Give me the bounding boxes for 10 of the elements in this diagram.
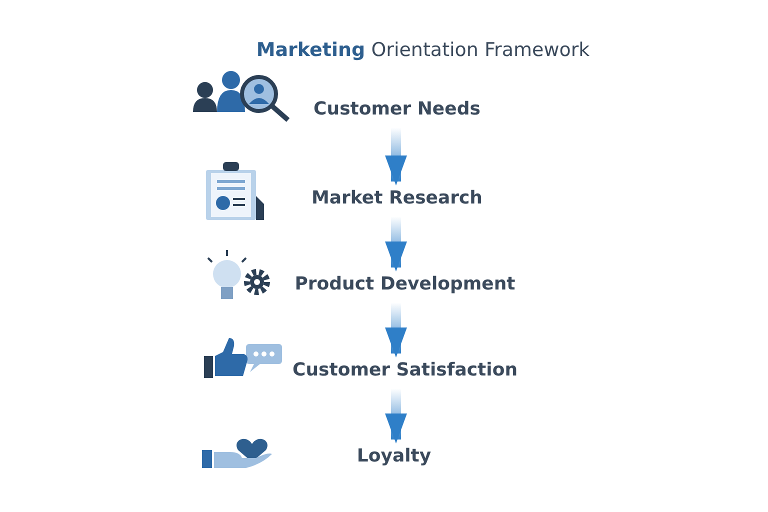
step-label: Product Development xyxy=(294,274,516,294)
title: Marketing Orientation Framework xyxy=(256,39,590,61)
step-label: Customer Needs xyxy=(314,98,480,120)
arrow xyxy=(385,128,407,186)
step-label: Loyalty xyxy=(356,446,432,466)
arrow xyxy=(385,388,407,444)
arrow xyxy=(385,216,407,272)
step-label: Market Research xyxy=(312,188,482,208)
arrow xyxy=(385,302,407,358)
step-label: Customer Satisfaction xyxy=(292,360,518,380)
